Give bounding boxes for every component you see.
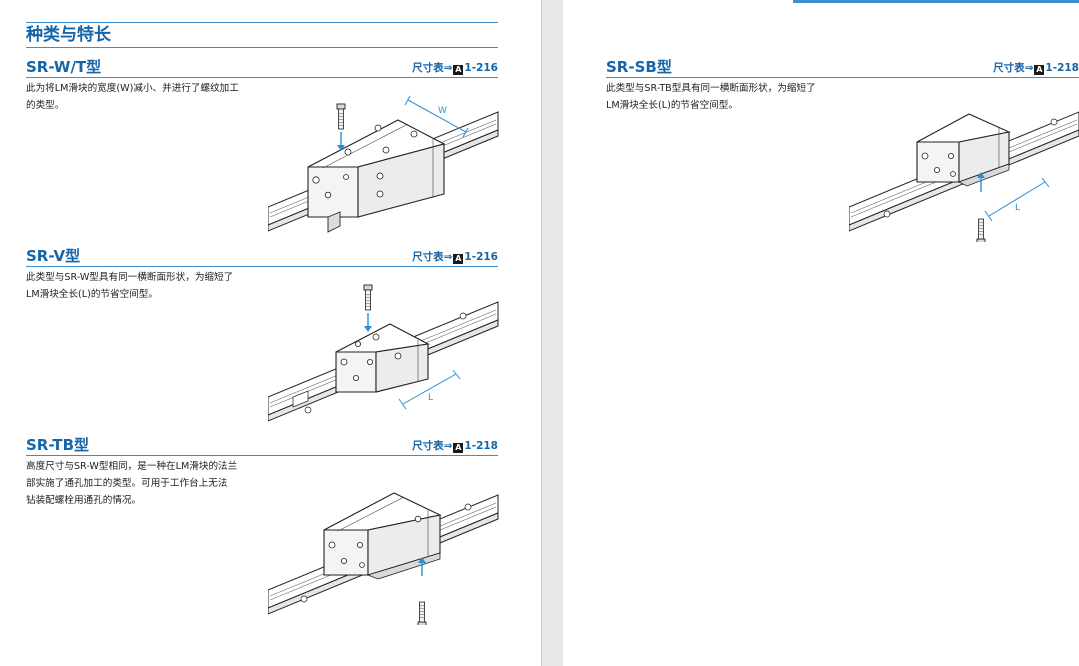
- sr-v-block-illustration: L: [268, 284, 499, 422]
- desc-line: 部实施了通孔加工的类型。可用于工作台上无法: [26, 478, 228, 489]
- cap-screw-icon: [417, 601, 427, 625]
- ref-prefix: 尺寸表⇒: [412, 440, 453, 452]
- cap-screw-icon: [976, 218, 986, 242]
- model-name: SR-SB型: [606, 58, 672, 76]
- dimension-label-l: L: [428, 393, 433, 403]
- desc-line: 的类型。: [26, 100, 65, 111]
- model-description: 此类型与SR-TB型具有同一横断面形状，为缩短了 LM滑块全长(L)的节省空间型…: [606, 80, 816, 114]
- sr-tb-block-illustration: [268, 492, 499, 625]
- model-name: SR-V型: [26, 247, 81, 265]
- desc-line: 此类型与SR-W型具有同一横断面形状，为缩短了: [26, 272, 234, 283]
- desc-line: LM滑块全长(L)的节省空间型。: [26, 289, 158, 300]
- cap-screw-icon: [336, 103, 346, 130]
- section-title: 种类与特长: [26, 22, 498, 48]
- model-name: SR-TB型: [26, 436, 90, 454]
- cap-screw-icon: [363, 284, 373, 311]
- ref-prefix: 尺寸表⇒: [412, 62, 453, 74]
- desc-line: LM滑块全长(L)的节省空间型。: [606, 100, 738, 111]
- dimension-label-w: W: [438, 106, 447, 116]
- sr-sb-block-illustration: L: [849, 111, 1079, 242]
- model-description: 高度尺寸与SR-W型相同，是一种在LM滑块的法兰 部实施了通孔加工的类型。可用于…: [26, 458, 237, 509]
- model-description: 此类型与SR-W型具有同一横断面形状，为缩短了 LM滑块全长(L)的节省空间型。: [26, 269, 233, 303]
- desc-line: 钻装配螺栓用通孔的情况。: [26, 495, 142, 506]
- dimension-label-l: L: [1015, 203, 1020, 213]
- ref-page: 1-216: [464, 251, 498, 263]
- catalog-section-mark-icon: A: [453, 254, 464, 264]
- desc-line: 此类型与SR-TB型具有同一横断面形状，为缩短了: [606, 83, 816, 94]
- page-gutter-divider: [541, 0, 542, 666]
- desc-line: 此为将LM滑块的宽度(W)减小、并进行了螺纹加工: [26, 83, 239, 94]
- ref-page: 1-216: [464, 62, 498, 74]
- ref-prefix: 尺寸表⇒: [993, 62, 1034, 74]
- ref-page: 1-218: [464, 440, 498, 452]
- ref-prefix: 尺寸表⇒: [412, 251, 453, 263]
- model-description: 此为将LM滑块的宽度(W)减小、并进行了螺纹加工 的类型。: [26, 80, 239, 114]
- catalog-section-mark-icon: A: [453, 65, 464, 75]
- catalog-section-mark-icon: A: [453, 443, 464, 453]
- ref-page: 1-218: [1045, 62, 1079, 74]
- sr-w-t-block-illustration: W: [268, 95, 499, 233]
- top-accent-bar: [793, 0, 1079, 3]
- model-name: SR-W/T型: [26, 58, 102, 76]
- desc-line: 高度尺寸与SR-W型相同，是一种在LM滑块的法兰: [26, 461, 238, 472]
- catalog-section-mark-icon: A: [1034, 65, 1045, 75]
